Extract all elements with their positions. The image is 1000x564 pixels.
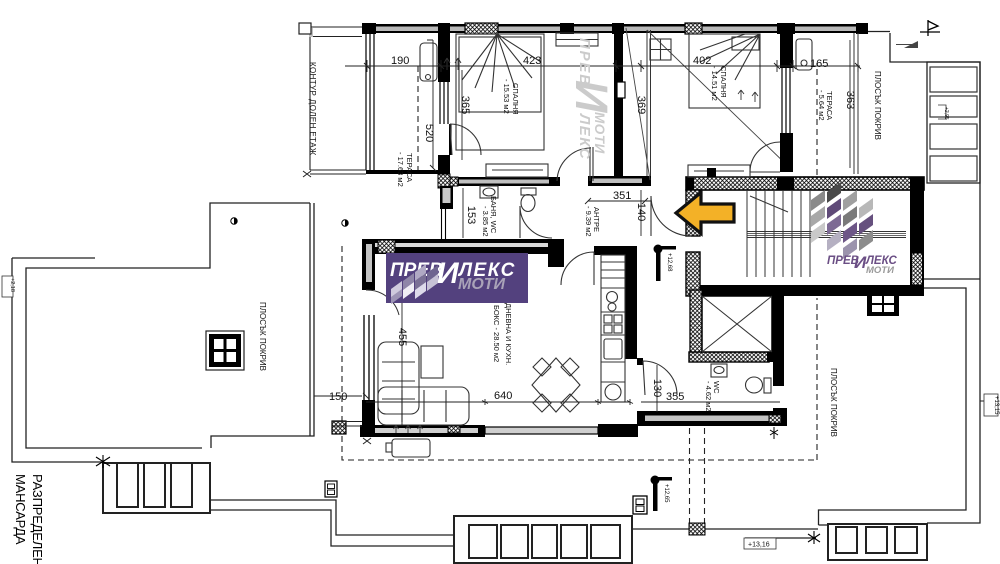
svg-text:ПРЕВ: ПРЕВ <box>576 38 593 87</box>
svg-text:АНТРЕ: АНТРЕ <box>592 207 601 232</box>
svg-text:190: 190 <box>391 55 409 67</box>
svg-text:520: 520 <box>423 124 435 142</box>
svg-text:ДНЕВНА И КУХН.: ДНЕВНА И КУХН. <box>504 303 513 365</box>
svg-text:130: 130 <box>651 379 663 397</box>
svg-text:ПЛОСЪК ПОКРИВ: ПЛОСЪК ПОКРИВ <box>258 302 267 371</box>
svg-text:369: 369 <box>635 96 647 114</box>
svg-text:WC: WC <box>712 381 721 394</box>
svg-text:СПАЛНЯ: СПАЛНЯ <box>719 66 728 98</box>
svg-text:ЛЕКС: ЛЕКС <box>865 255 897 267</box>
svg-text:640: 640 <box>494 390 512 402</box>
svg-text:БОКС - 28.50 м2: БОКС - 28.50 м2 <box>492 305 501 362</box>
svg-text:351: 351 <box>613 190 631 202</box>
svg-text:ЛЕКС: ЛЕКС <box>457 260 516 281</box>
svg-text:- 5.64 м2: - 5.64 м2 <box>817 90 826 121</box>
svg-text:- 9.39 м2: - 9.39 м2 <box>584 206 593 237</box>
svg-text:БАНЯ, WC: БАНЯ, WC <box>489 196 498 234</box>
svg-text:423: 423 <box>523 55 541 67</box>
svg-text:+13,15: +13,15 <box>993 396 999 415</box>
svg-text:МОТИ: МОТИ <box>458 276 506 293</box>
svg-text:ТЕРАСА: ТЕРАСА <box>405 153 414 182</box>
svg-text:165: 165 <box>810 58 828 70</box>
svg-text:ЛЕКС: ЛЕКС <box>576 113 593 160</box>
svg-text:- 4.62 м2: - 4.62 м2 <box>704 381 713 412</box>
svg-text:МОТИ: МОТИ <box>866 265 894 276</box>
svg-text:МОТИ: МОТИ <box>592 112 607 154</box>
svg-text:402: 402 <box>693 55 711 67</box>
svg-text:- 3.85 м2: - 3.85 м2 <box>481 206 490 237</box>
svg-text:+12,68: +12,68 <box>666 253 672 272</box>
svg-text:+2,95: +2,95 <box>943 107 949 120</box>
svg-text:+13,16: +13,16 <box>748 542 770 549</box>
svg-text:ТЕРАСА: ТЕРАСА <box>825 91 834 120</box>
svg-text:+2,18: +2,18 <box>9 278 15 292</box>
svg-text:И: И <box>854 253 867 272</box>
svg-text:- 15.53 м2: - 15.53 м2 <box>502 79 511 114</box>
svg-text:- 17.63 м2: - 17.63 м2 <box>396 152 405 187</box>
svg-text:КОНТУР ДОЛЕН ЕТАЖ: КОНТУР ДОЛЕН ЕТАЖ <box>308 62 317 156</box>
svg-text:РАЗПРЕДЕЛЕНИЕ: РАЗПРЕДЕЛЕНИЕ <box>30 474 45 564</box>
svg-text:153: 153 <box>465 206 477 224</box>
svg-text:И: И <box>566 80 617 114</box>
svg-text:+12,65: +12,65 <box>663 484 669 503</box>
svg-text:ПРЕВ: ПРЕВ <box>827 255 859 267</box>
svg-text:ПЛОСЪК ПОКРИВ: ПЛОСЪК ПОКРИВ <box>829 368 838 437</box>
svg-text:ПЛОСЪК ПОКРИВ: ПЛОСЪК ПОКРИВ <box>873 71 882 140</box>
svg-text:- 14.51 м2: - 14.51 м2 <box>710 66 719 101</box>
svg-text:140: 140 <box>635 203 647 221</box>
svg-text:363: 363 <box>844 91 856 109</box>
svg-text:СПАЛНЯ: СПАЛНЯ <box>511 83 520 115</box>
svg-text:455: 455 <box>396 328 408 346</box>
svg-text:МАНСАРДА: МАНСАРДА <box>13 474 28 545</box>
svg-text:365: 365 <box>459 96 471 114</box>
svg-text:И: И <box>437 257 460 290</box>
svg-text:355: 355 <box>666 391 684 403</box>
svg-text:150: 150 <box>329 391 347 403</box>
